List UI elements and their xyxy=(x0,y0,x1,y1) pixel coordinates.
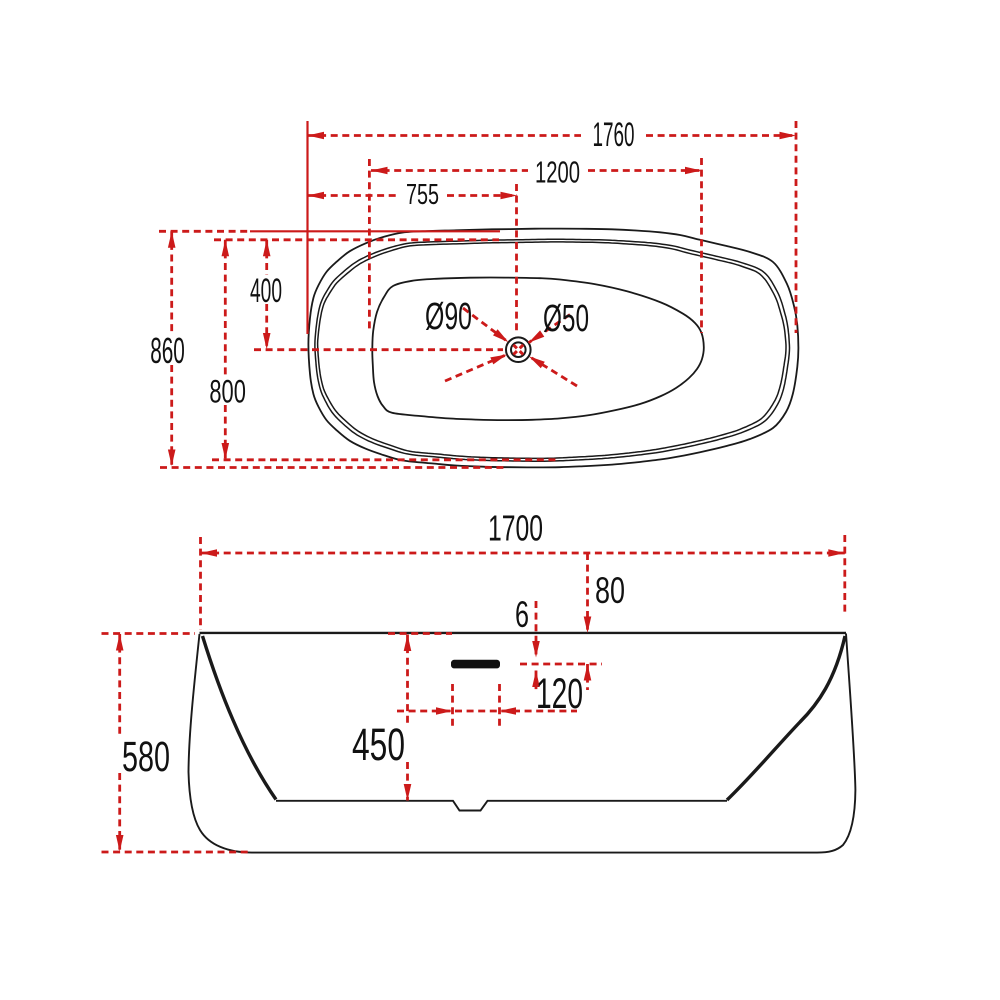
svg-text:80: 80 xyxy=(595,570,625,611)
svg-text:1200: 1200 xyxy=(535,155,580,190)
svg-text:Ø90: Ø90 xyxy=(425,295,472,337)
svg-text:450: 450 xyxy=(352,719,405,770)
svg-text:1760: 1760 xyxy=(593,116,635,154)
svg-text:755: 755 xyxy=(406,179,439,211)
svg-text:1700: 1700 xyxy=(488,508,543,549)
svg-text:120: 120 xyxy=(536,671,583,718)
svg-text:Ø50: Ø50 xyxy=(543,297,589,339)
svg-text:860: 860 xyxy=(150,331,185,371)
svg-text:6: 6 xyxy=(515,594,529,635)
svg-text:800: 800 xyxy=(209,374,246,410)
svg-text:580: 580 xyxy=(122,734,170,781)
svg-text:400: 400 xyxy=(250,272,282,310)
